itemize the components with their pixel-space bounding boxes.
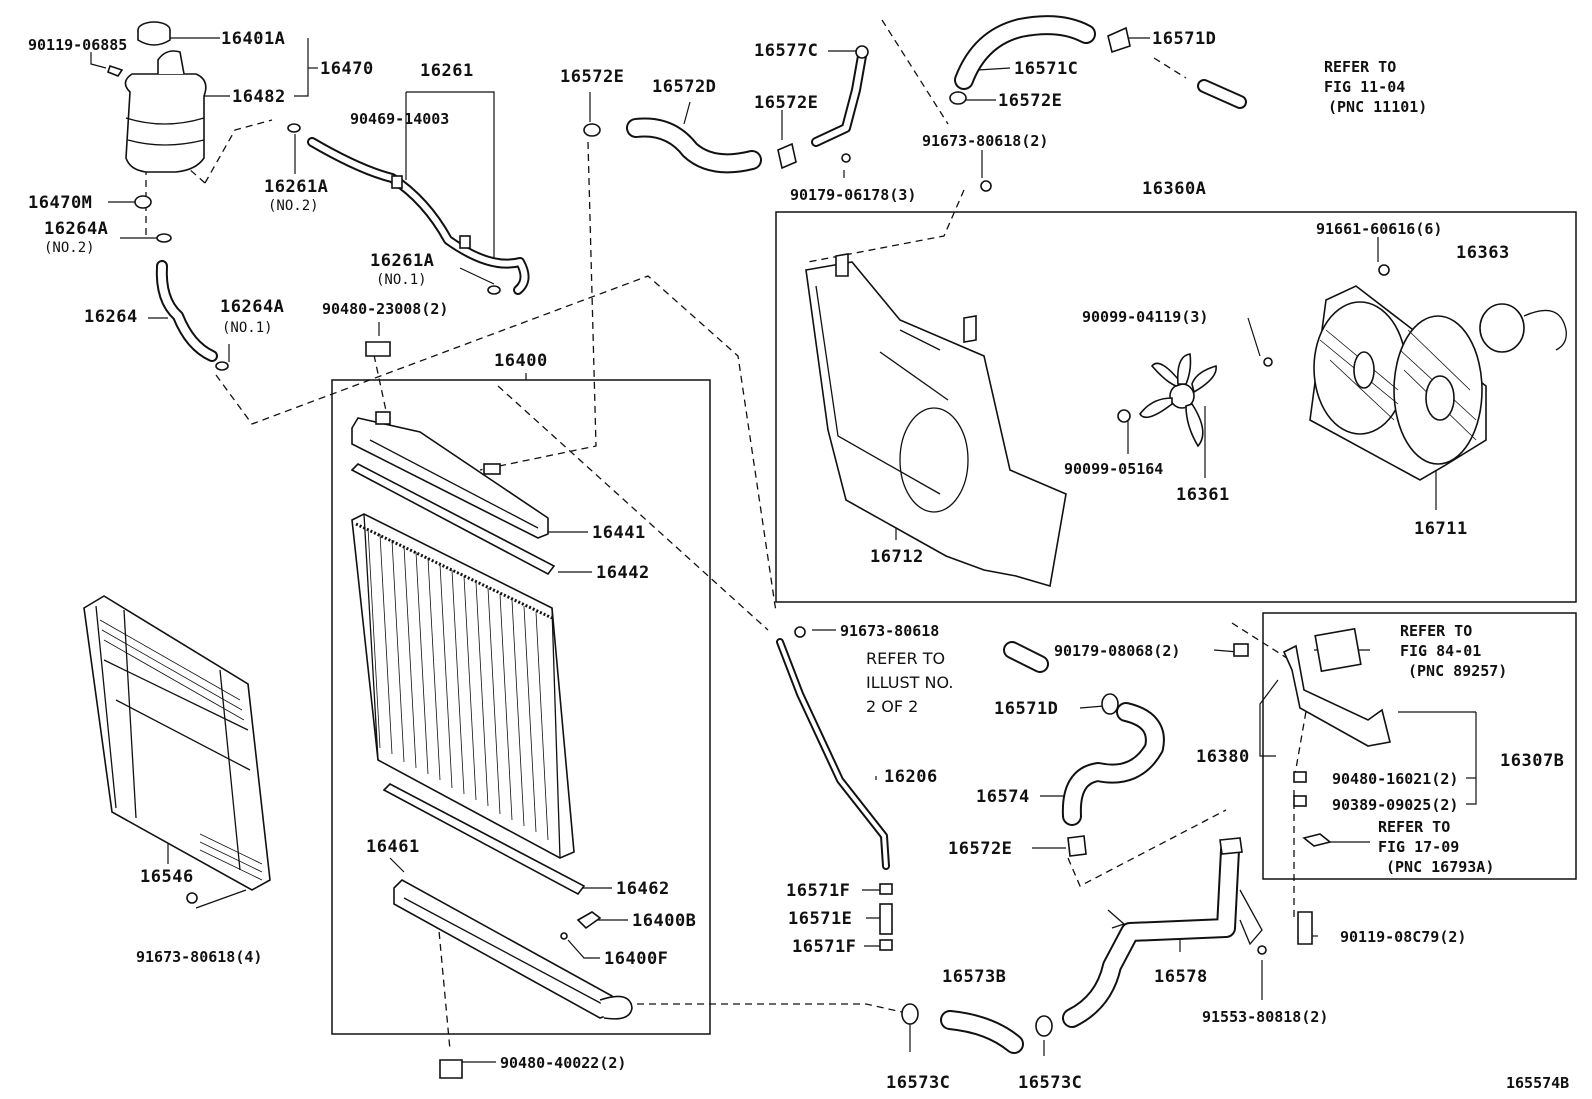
label-16400B: 16400B — [632, 911, 696, 931]
label-16578: 16578 — [1154, 967, 1208, 987]
label-90179-06178: 90179-06178(3) — [790, 186, 916, 204]
label-16361: 16361 — [1176, 485, 1230, 505]
part-labels: 16401A 16470 90119-06885 16482 16261 904… — [28, 29, 1564, 1093]
label-90119-08C79: 90119-08C79(2) — [1340, 928, 1466, 946]
label-no2-a: (NO.2) — [268, 198, 319, 214]
ref-11-04-line2: FIG 11-04 — [1324, 78, 1405, 96]
ref-illust-line2: ILLUST NO. — [866, 673, 953, 692]
label-16470M: 16470M — [28, 193, 92, 213]
reserve-hose — [776, 626, 893, 951]
label-90099-04119: 90099-04119(3) — [1082, 308, 1208, 326]
radiator — [350, 341, 633, 1079]
label-16573C-a: 16573C — [886, 1073, 950, 1093]
ref-11-04-line3: (PNC 11101) — [1328, 98, 1427, 116]
bracket-assembly-box — [1262, 612, 1577, 880]
label-90119-06885: 90119-06885 — [28, 36, 127, 54]
label-91673-80618-4: 91673-80618(4) — [136, 948, 262, 966]
label-90099-05164: 90099-05164 — [1064, 460, 1163, 478]
label-16571F-a: 16571F — [786, 881, 850, 901]
label-no1-b: (NO.1) — [222, 320, 273, 336]
label-16380: 16380 — [1196, 747, 1250, 767]
label-16573B: 16573B — [942, 967, 1006, 987]
label-16400: 16400 — [494, 351, 548, 371]
label-16574: 16574 — [976, 787, 1030, 807]
ref-illust-line3: 2 OF 2 — [866, 697, 918, 716]
label-16571D-a: 16571D — [1152, 29, 1216, 49]
diagram-id: 165574B — [1506, 1074, 1569, 1092]
label-16400F: 16400F — [604, 949, 668, 969]
label-16261A-no2: 16261A — [264, 177, 328, 197]
label-16461: 16461 — [366, 837, 420, 857]
ref-84-01-line3: (PNC 89257) — [1408, 662, 1507, 680]
label-90480-16021: 90480-16021(2) — [1332, 770, 1458, 788]
label-16363: 16363 — [1456, 243, 1510, 263]
label-16482: 16482 — [232, 87, 286, 107]
label-16572D: 16572D — [652, 77, 716, 97]
fan-motor-assembly — [1263, 264, 1567, 481]
ref-17-09-line3: (PNC 16793A) — [1386, 858, 1494, 876]
label-16571C: 16571C — [1014, 59, 1078, 79]
label-16206: 16206 — [884, 767, 938, 787]
label-90480-23008: 90480-23008(2) — [322, 300, 448, 318]
label-16360A: 16360A — [1142, 179, 1206, 199]
label-16571F-b: 16571F — [792, 937, 856, 957]
ref-17-09-line2: FIG 17-09 — [1378, 838, 1459, 856]
fan-shroud-assembly-box — [775, 211, 1577, 603]
label-16572E-d: 16572E — [948, 839, 1012, 859]
ref-84-01-line2: FIG 84-01 — [1400, 642, 1481, 660]
radiator-assembly-box — [331, 379, 711, 1035]
label-16264: 16264 — [84, 307, 138, 327]
label-16462: 16462 — [616, 879, 670, 899]
ref-84-01-line1: REFER TO — [1400, 622, 1472, 640]
ref-17-09-line1: REFER TO — [1378, 818, 1450, 836]
label-16401A: 16401A — [221, 29, 285, 49]
label-16712: 16712 — [870, 547, 924, 567]
label-90469-14003: 90469-14003 — [350, 110, 449, 128]
label-91673-80618: 91673-80618 — [840, 622, 939, 640]
label-16264A-no2: 16264A — [44, 219, 108, 239]
label-16441: 16441 — [592, 523, 646, 543]
label-16572E-b: 16572E — [754, 93, 818, 113]
reservoir-tank — [107, 21, 207, 209]
fan-blade — [1117, 353, 1217, 448]
label-16261: 16261 — [420, 61, 474, 81]
label-16261A-no1: 16261A — [370, 251, 434, 271]
label-91661-60616: 91661-60616(6) — [1316, 220, 1442, 238]
label-90179-08068: 90179-08068(2) — [1054, 642, 1180, 660]
bracket — [1233, 627, 1391, 945]
label-16470: 16470 — [320, 59, 374, 79]
label-16573C-b: 16573C — [1018, 1073, 1082, 1093]
label-16577C: 16577C — [754, 41, 818, 61]
guide-lines — [145, 19, 1309, 1051]
overflow-hose — [287, 123, 530, 295]
lower-hoses — [901, 641, 1267, 1054]
label-16264A-no1: 16264A — [220, 297, 284, 317]
fan-shroud — [805, 253, 1067, 588]
label-90389-09025: 90389-09025(2) — [1332, 796, 1458, 814]
side-shroud — [83, 595, 271, 904]
upper-hoses — [583, 15, 1247, 192]
label-16571D-b: 16571D — [994, 699, 1058, 719]
label-no1-a: (NO.1) — [376, 272, 427, 288]
label-16571E: 16571E — [788, 909, 852, 929]
label-16711: 16711 — [1414, 519, 1468, 539]
reference-notes: REFER TO FIG 11-04 (PNC 11101) REFER TO … — [866, 58, 1507, 876]
reservoir-hose — [155, 233, 229, 371]
label-no2-b: (NO.2) — [44, 240, 95, 256]
ref-illust-line1: REFER TO — [866, 649, 945, 668]
label-16572E-c: 16572E — [998, 91, 1062, 111]
label-90480-40022: 90480-40022(2) — [500, 1054, 626, 1072]
label-91673-80618-2: 91673-80618(2) — [922, 132, 1048, 150]
label-16442: 16442 — [596, 563, 650, 583]
label-16572E-a: 16572E — [560, 67, 624, 87]
label-16546: 16546 — [140, 867, 194, 887]
ref-11-04-line1: REFER TO — [1324, 58, 1396, 76]
label-91553-80818: 91553-80818(2) — [1202, 1008, 1328, 1026]
label-16307B: 16307B — [1500, 751, 1564, 771]
